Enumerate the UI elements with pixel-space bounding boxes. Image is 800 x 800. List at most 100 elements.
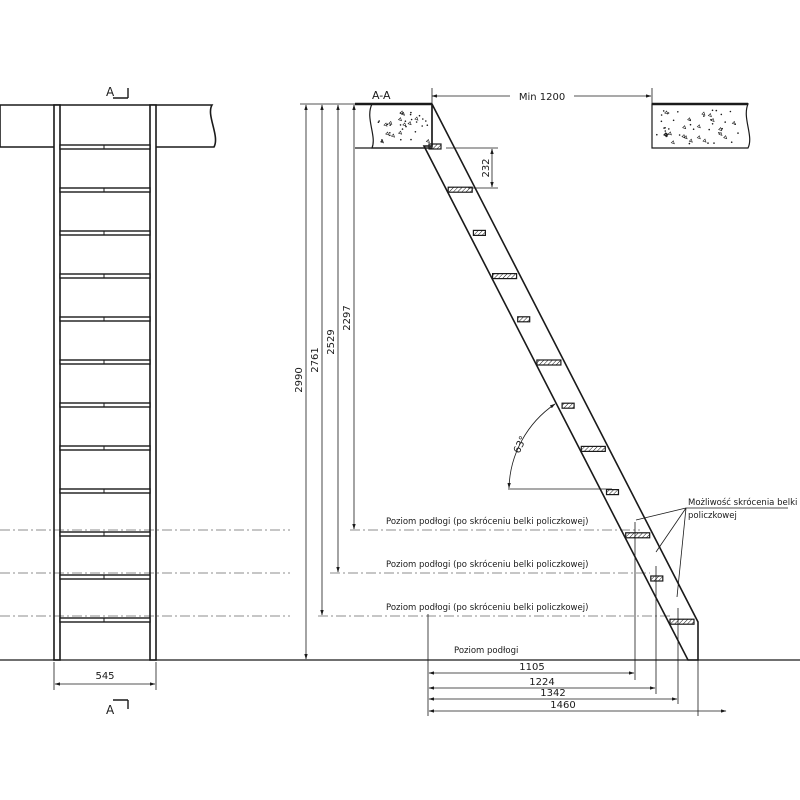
concrete-speck [721, 127, 723, 130]
concrete-speck [667, 112, 670, 114]
concrete-speck [689, 123, 692, 126]
left-rail [53, 104, 61, 661]
ladder-step [580, 445, 606, 452]
ladder-step [650, 575, 664, 582]
ladder-rung [59, 144, 151, 150]
concrete-speck [377, 121, 380, 123]
concrete-speck [683, 135, 688, 140]
concrete-speck [701, 111, 706, 116]
step-rise-dimension: 232 [446, 147, 498, 189]
ladder-step [536, 359, 562, 366]
horiz-dim-1342: 1342 [540, 688, 565, 699]
angle-label: 63° [512, 435, 529, 456]
right-rail [149, 104, 157, 661]
height-dim-2761: 2761 [310, 347, 321, 372]
ladder-rung [59, 574, 151, 580]
section-mark-bottom-label: A [106, 703, 115, 717]
concrete-speck [400, 111, 405, 116]
height-dim-2990: 2990 [294, 367, 305, 392]
ladder-steps [428, 143, 695, 625]
opening-dim-label: Min 1200 [519, 92, 565, 103]
concrete-speck [668, 128, 670, 130]
concrete-speck [381, 140, 383, 143]
concrete-speck [389, 124, 392, 126]
step-rise-label: 232 [481, 158, 492, 177]
concrete-speck [389, 134, 391, 137]
section-mark-top-label: A [106, 85, 115, 99]
concrete-speck [723, 135, 728, 140]
concrete-speck [399, 110, 404, 115]
concrete-speck [688, 142, 691, 145]
concrete-speck [737, 132, 739, 134]
concrete-speck [710, 117, 715, 122]
ladder-rung [59, 316, 151, 322]
concrete-speck [407, 121, 412, 126]
ladder-step [472, 229, 486, 236]
horizontal-dimensions: 1105 1224 1342 1460 [427, 522, 727, 716]
concrete-speck [422, 118, 424, 120]
concrete-speck [660, 114, 663, 116]
concrete-speck [425, 138, 430, 143]
width-dim-label: 545 [95, 671, 114, 682]
concrete-speck [707, 113, 712, 118]
concrete-speck [410, 138, 412, 141]
width-dimension: 545 [53, 662, 157, 690]
concrete-speck [711, 123, 714, 125]
concrete-speck [660, 120, 663, 123]
floor-label: Poziom podłogi [454, 646, 518, 656]
concrete-speck [724, 121, 726, 123]
concrete-speck [662, 110, 665, 112]
concrete-speck [410, 118, 413, 121]
concrete-speck [410, 111, 412, 114]
concrete-speck [729, 110, 732, 113]
concrete-speck [692, 128, 695, 130]
ladder-step [492, 273, 518, 280]
concrete-speck [715, 109, 718, 112]
concrete-speck [656, 133, 658, 136]
ladder-step [605, 489, 620, 496]
ladder-step [669, 618, 695, 625]
concrete-speck [720, 113, 723, 116]
ladder-rung [59, 402, 151, 408]
height-dimensions: 2990 2761 2529 2297 [294, 103, 356, 660]
ladder-step [625, 532, 651, 539]
concrete-speck [399, 124, 402, 126]
ladder-rung [59, 617, 151, 623]
concrete-speck [696, 124, 701, 129]
ladder-step [428, 143, 442, 150]
concrete-speck [405, 125, 407, 128]
cut-floor-label-1: Poziom podłogi (po skróceniu belki polic… [386, 516, 588, 527]
concrete-speck [378, 120, 381, 122]
concrete-speck [667, 131, 672, 136]
concrete-speck [703, 115, 705, 117]
concrete-speck [718, 131, 723, 136]
concrete-slab-right [651, 102, 751, 149]
cut-floor-label-3: Poziom podłogi (po skróceniu belki polic… [386, 602, 588, 613]
section-mark-top: A [106, 85, 129, 99]
cut-floor-lines [0, 529, 670, 617]
concrete-speck [670, 140, 675, 145]
concrete-speck [734, 123, 736, 125]
ladder-rung [59, 187, 151, 193]
concrete-speck [409, 113, 412, 116]
concrete-speck [390, 133, 395, 138]
ladder-step [447, 186, 473, 193]
concrete-speck [672, 119, 675, 122]
concrete-speck [401, 128, 404, 130]
concrete-speck [731, 120, 736, 125]
concrete-speck [383, 122, 388, 127]
concrete-speck [702, 138, 707, 143]
concrete-speck [415, 121, 418, 123]
concrete-speck [667, 133, 669, 136]
concrete-speck [707, 142, 709, 144]
concrete-speck [711, 109, 714, 112]
concrete-speck [677, 111, 679, 113]
concrete-speck [730, 141, 733, 143]
concrete-speck [713, 142, 715, 144]
ladder-rung [59, 273, 151, 279]
shortening-note-line2: policzkowej [688, 511, 737, 521]
concrete-speck [385, 131, 390, 136]
horiz-dim-1105: 1105 [519, 662, 544, 673]
concrete-speck [404, 120, 407, 122]
